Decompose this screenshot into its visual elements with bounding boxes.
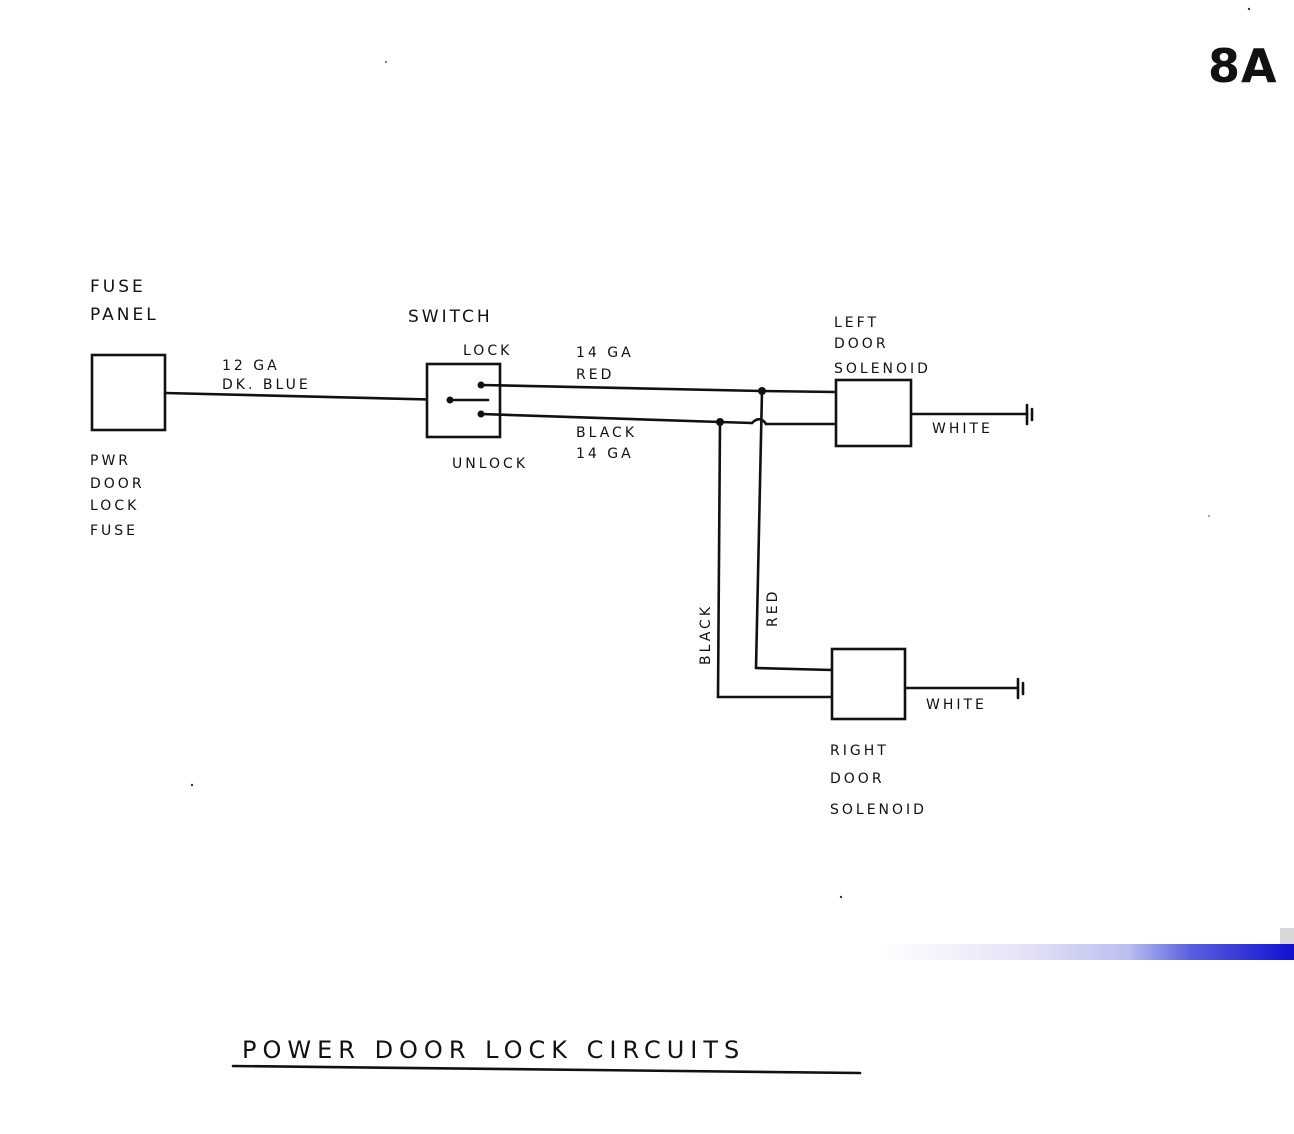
unlock-wire-color: BLACK xyxy=(576,425,637,441)
left-solenoid-line3: SOLENOID xyxy=(834,361,931,377)
black-branch-label: BLACK xyxy=(698,604,714,665)
diagram-title: POWER DOOR LOCK CIRCUITS xyxy=(242,1036,745,1064)
right-ground-wire-label: WHITE xyxy=(926,697,987,713)
scan-speck xyxy=(1247,7,1251,11)
scan-artifact-corner xyxy=(1280,928,1294,944)
fuse-box xyxy=(90,353,167,432)
fuse-label-line1: PWR xyxy=(90,453,131,469)
unlock-wire-black xyxy=(479,412,722,424)
feed-wire-color: DK. BLUE xyxy=(222,377,311,393)
page-number: 8A xyxy=(1208,39,1278,93)
scan-speck xyxy=(839,895,843,899)
scan-artifact-bar xyxy=(880,944,1294,960)
fuse-panel-label-line1: FUSE xyxy=(90,277,146,297)
unlock-wire-gauge: 14 GA xyxy=(576,446,634,462)
right-solenoid-box xyxy=(830,647,907,721)
wire-crossover-hop xyxy=(750,417,768,426)
switch-label: SWITCH xyxy=(408,307,493,327)
right-solenoid-line2: DOOR xyxy=(830,771,885,787)
fuse-label-line3: LOCK xyxy=(90,498,139,514)
title-underline xyxy=(231,1064,862,1075)
lock-wire-color: RED xyxy=(576,367,614,383)
fuse-label-line2: DOOR xyxy=(90,476,145,492)
lock-wire-red xyxy=(479,383,764,393)
switch-pivot xyxy=(446,396,454,404)
feed-wire xyxy=(163,391,452,402)
left-solenoid-line2: DOOR xyxy=(834,336,889,352)
left-ground-wire-label: WHITE xyxy=(932,421,993,437)
left-solenoid-box xyxy=(834,378,913,448)
right-solenoid-line1: RIGHT xyxy=(830,743,889,759)
left-solenoid-line1: LEFT xyxy=(834,315,879,331)
scan-speck xyxy=(385,61,387,63)
right-solenoid-line3: SOLENOID xyxy=(830,802,927,818)
fuse-label-line4: FUSE xyxy=(90,523,138,539)
red-branch-label: RED xyxy=(765,589,781,627)
switch-unlock-label: UNLOCK xyxy=(452,456,528,472)
fuse-panel-label-line2: PANEL xyxy=(90,305,159,325)
red-branch-vertical xyxy=(754,389,764,670)
red-branch-to-right-solenoid xyxy=(754,666,834,672)
switch-lock-label: LOCK xyxy=(463,343,512,359)
scan-speck xyxy=(1208,515,1210,517)
feed-wire-gauge: 12 GA xyxy=(222,358,280,374)
black-branch-vertical xyxy=(716,420,722,699)
unlock-wire-segment xyxy=(718,420,754,425)
lock-wire-gauge: 14 GA xyxy=(576,345,634,361)
scan-speck xyxy=(190,783,194,787)
lock-wire-to-left-solenoid xyxy=(760,389,838,394)
